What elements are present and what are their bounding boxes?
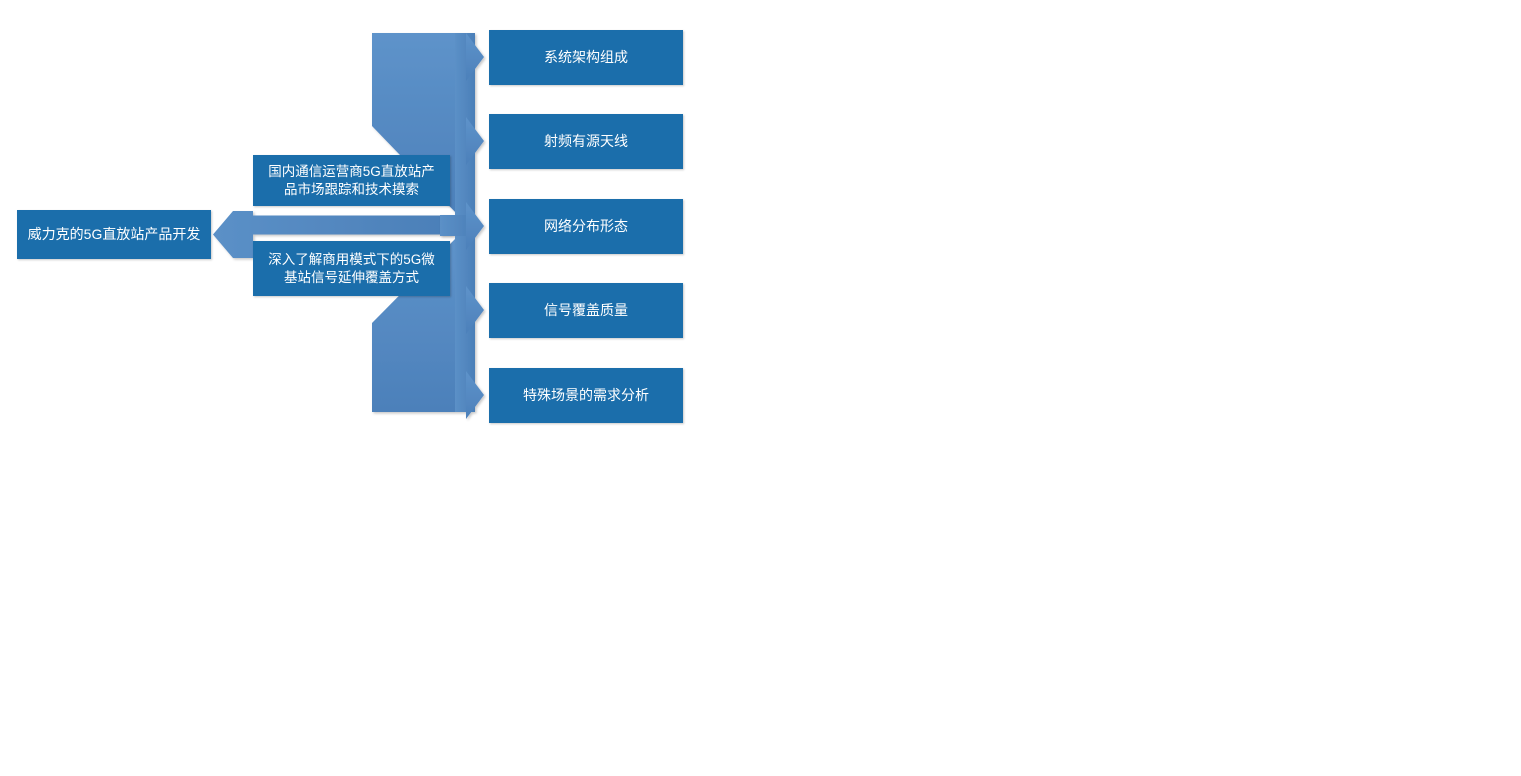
- node-leaf-3-label: 信号覆盖质量: [544, 301, 628, 318]
- node-branch-1-label: 深入了解商用模式下的5G微 基站信号延伸覆盖方式: [268, 252, 435, 285]
- connector-branches-to-leaves: [372, 33, 484, 419]
- node-leaf-0-label: 系统架构组成: [544, 48, 628, 65]
- node-branch-1[interactable]: 深入了解商用模式下的5G微 基站信号延伸覆盖方式: [253, 241, 450, 296]
- node-root[interactable]: 威力克的5G直放站产品开发: [17, 210, 211, 259]
- node-leaf-2[interactable]: 网络分布形态: [489, 199, 683, 254]
- node-leaf-3[interactable]: 信号覆盖质量: [489, 283, 683, 338]
- node-leaf-1[interactable]: 射频有源天线: [489, 114, 683, 169]
- node-leaf-4[interactable]: 特殊场景的需求分析: [489, 368, 683, 423]
- node-branch-0-label: 国内通信运营商5G直放站产 品市场跟踪和技术摸索: [268, 164, 435, 197]
- node-leaf-0[interactable]: 系统架构组成: [489, 30, 683, 85]
- node-leaf-1-label: 射频有源天线: [544, 132, 628, 149]
- node-leaf-2-label: 网络分布形态: [544, 217, 628, 234]
- node-leaf-4-label: 特殊场景的需求分析: [523, 386, 649, 403]
- node-branch-0[interactable]: 国内通信运营商5G直放站产 品市场跟踪和技术摸索: [253, 155, 450, 206]
- node-root-label: 威力克的5G直放站产品开发: [27, 225, 201, 242]
